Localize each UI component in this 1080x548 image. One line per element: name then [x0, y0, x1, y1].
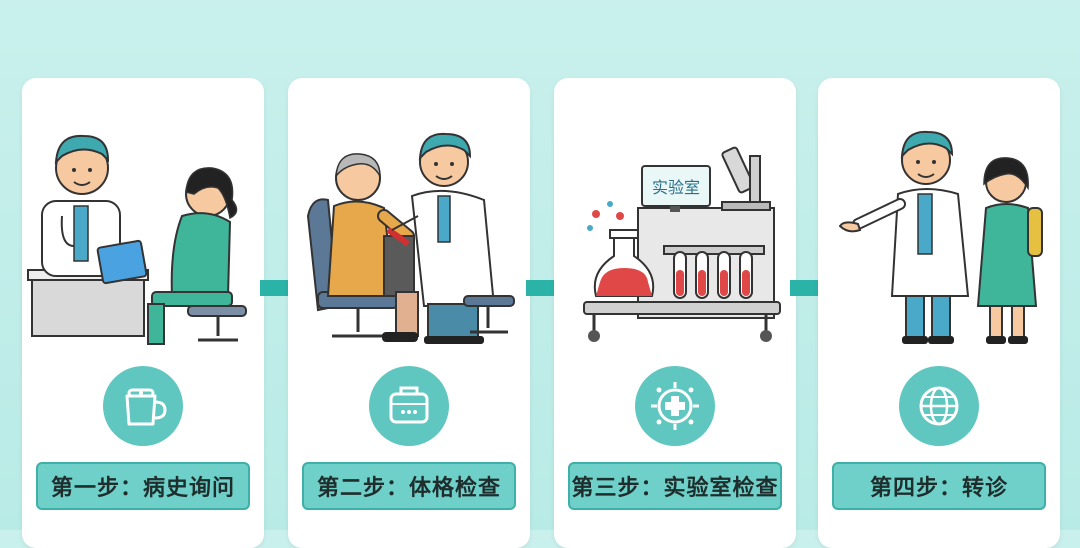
step-card-1: 第一步：病史询问	[22, 78, 264, 548]
step-label: 第一步：病史询问	[36, 462, 250, 510]
lab-test-illustration: 实验室	[583, 146, 781, 342]
referral-illustration	[838, 130, 1043, 344]
lab-sign: 实验室	[652, 178, 700, 197]
history-taking-illustration	[27, 134, 247, 345]
step-card-4: 第四步：转诊	[818, 78, 1060, 548]
step-card-3: 实验室	[554, 78, 796, 548]
stethoscope-cup-icon	[103, 366, 183, 446]
step-label: 第三步：实验室检查	[568, 462, 782, 510]
globe-icon	[899, 366, 979, 446]
step-label: 第四步：转诊	[832, 462, 1046, 510]
medical-cross-target-icon	[635, 366, 715, 446]
physical-exam-illustration	[306, 132, 515, 344]
step-label: 第二步：体格检查	[302, 462, 516, 510]
medical-kit-icon	[369, 366, 449, 446]
step-card-2: 第二步：体格检查	[288, 78, 530, 548]
